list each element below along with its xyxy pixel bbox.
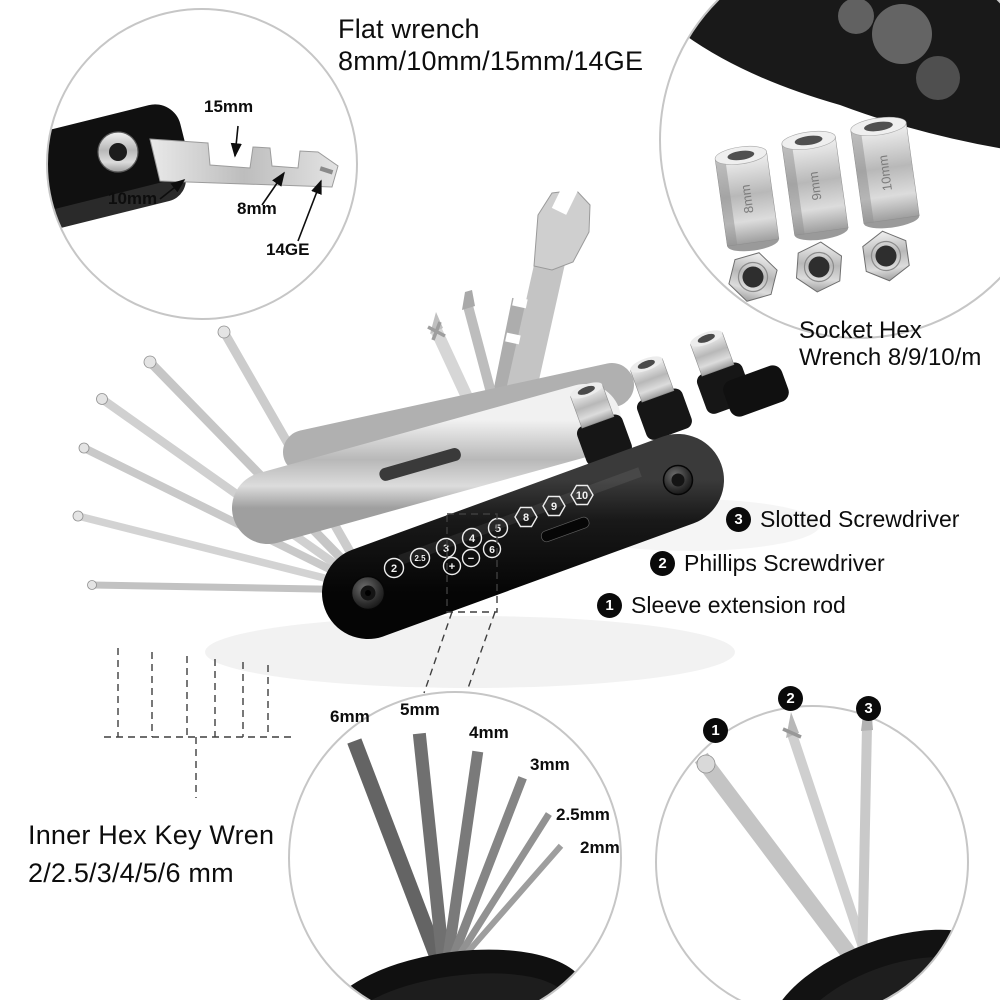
callout-sleeve-number-badge: 1 [597, 593, 622, 618]
dashed-guides [104, 513, 498, 798]
bit-number-2-badge: 2 [778, 686, 803, 711]
callout-phillips-number-badge: 2 [650, 551, 675, 576]
sleeve-extension-rod [694, 752, 877, 987]
label-14ge: 14GE [266, 240, 310, 259]
wrench-arrows [159, 125, 322, 242]
inset-bits [655, 705, 969, 1000]
tool-body [322, 434, 724, 639]
hex-key-tips [72, 325, 231, 590]
socket-8mm-engraving: 8mm [738, 184, 757, 215]
label-8mm: 8mm [237, 199, 277, 218]
badge-4: 4 [469, 533, 476, 545]
badge-3: 3 [443, 543, 449, 555]
badge-5: 5 [495, 523, 501, 535]
flat-wrench-title-line2: 8mm/10mm/15mm/14GE [338, 46, 644, 76]
badge-6: 6 [489, 544, 495, 556]
tool-shadow [205, 616, 735, 688]
fan-label-6mm: 6mm [330, 707, 370, 726]
wrench-opening-notch [551, 179, 581, 215]
hex-caption-line2: 2/2.5/3/4/5/6 mm [28, 858, 234, 888]
fan-label-4mm: 4mm [469, 723, 509, 742]
zoom-tool-silhouette [660, 0, 1000, 150]
socket-9mm: 9mm [781, 130, 849, 241]
inset-sockets: 8mm 9mm 10mm [659, 0, 1000, 339]
socket-10mm: 10mm [850, 116, 920, 229]
socket-caption-line1: Socket Hex [799, 317, 922, 344]
bits-circle-border [655, 705, 969, 1000]
hex-nuts [728, 230, 910, 302]
zoom-flat-wrench [149, 138, 339, 188]
spoke-slot-14ge [319, 166, 334, 175]
slotted-blade [462, 290, 475, 310]
fan-label-3mm: 3mm [530, 755, 570, 774]
bit-number-1-badge: 1 [703, 718, 728, 743]
hex-fan-circle-border [288, 691, 622, 1000]
fan-label-5mm: 5mm [400, 700, 440, 719]
label-15mm: 15mm [204, 97, 254, 116]
slotted-bit [856, 720, 873, 978]
socket-9mm-engraving: 9mm [806, 171, 825, 202]
flat-wrench-title-line1: Flat wrench [338, 14, 480, 44]
steel-plates [232, 363, 634, 544]
fan-rods [347, 732, 564, 988]
flat-wrench-head [533, 189, 591, 271]
badge-highlight-box [446, 513, 498, 613]
callout-phillips-label: Phillips Screwdriver [684, 550, 885, 576]
phillips-bit [785, 727, 877, 975]
label-10mm: 10mm [108, 189, 158, 208]
callout-phillips: 2 Phillips Screwdriver [650, 550, 885, 577]
badge-slot-symbol: − [468, 553, 474, 565]
body-slot [540, 516, 590, 543]
socket-8mm: 8mm [714, 145, 780, 252]
bit-number-3-badge: 3 [856, 696, 881, 721]
fan-holder [324, 949, 586, 1000]
socket-10mm-engraving: 10mm [875, 154, 895, 192]
fan-label-2mm: 2mm [580, 838, 620, 857]
callout-sleeve-label: Sleeve extension rod [631, 592, 846, 618]
callout-slotted-number-badge: 3 [726, 507, 751, 532]
multi-tool-photo: 2 2.5 3 4 5 + − 6 8 9 10 [72, 179, 820, 688]
callout-sleeve: 1 Sleeve extension rod [597, 592, 846, 619]
zoom-circle-border [46, 8, 358, 320]
plate-slot [379, 448, 461, 481]
size-badge-numbers: 2 2.5 3 4 5 + − 6 8 9 10 [391, 490, 588, 575]
socket-caption-line2: Wrench 8/9/10/m [799, 344, 982, 371]
socket-rail-end [723, 365, 789, 417]
inset-flat-wrench [46, 8, 358, 320]
callout-slotted: 3 Slotted Screwdriver [726, 506, 959, 533]
badge-8: 8 [523, 512, 529, 524]
hex-caption-line1: Inner Hex Key Wren [28, 820, 275, 850]
sockets-circle-border [659, 0, 1000, 339]
size-badges [383, 484, 594, 579]
badge-phillips-symbol: + [449, 561, 455, 573]
inset-hex-fan [288, 691, 622, 1000]
badge-2: 2 [391, 563, 397, 575]
badge-2-5: 2.5 [414, 554, 426, 563]
callout-slotted-label: Slotted Screwdriver [760, 506, 960, 532]
fan-label-2-5mm: 2.5mm [556, 805, 610, 824]
badge-9: 9 [551, 501, 557, 513]
badge-10: 10 [576, 490, 588, 502]
